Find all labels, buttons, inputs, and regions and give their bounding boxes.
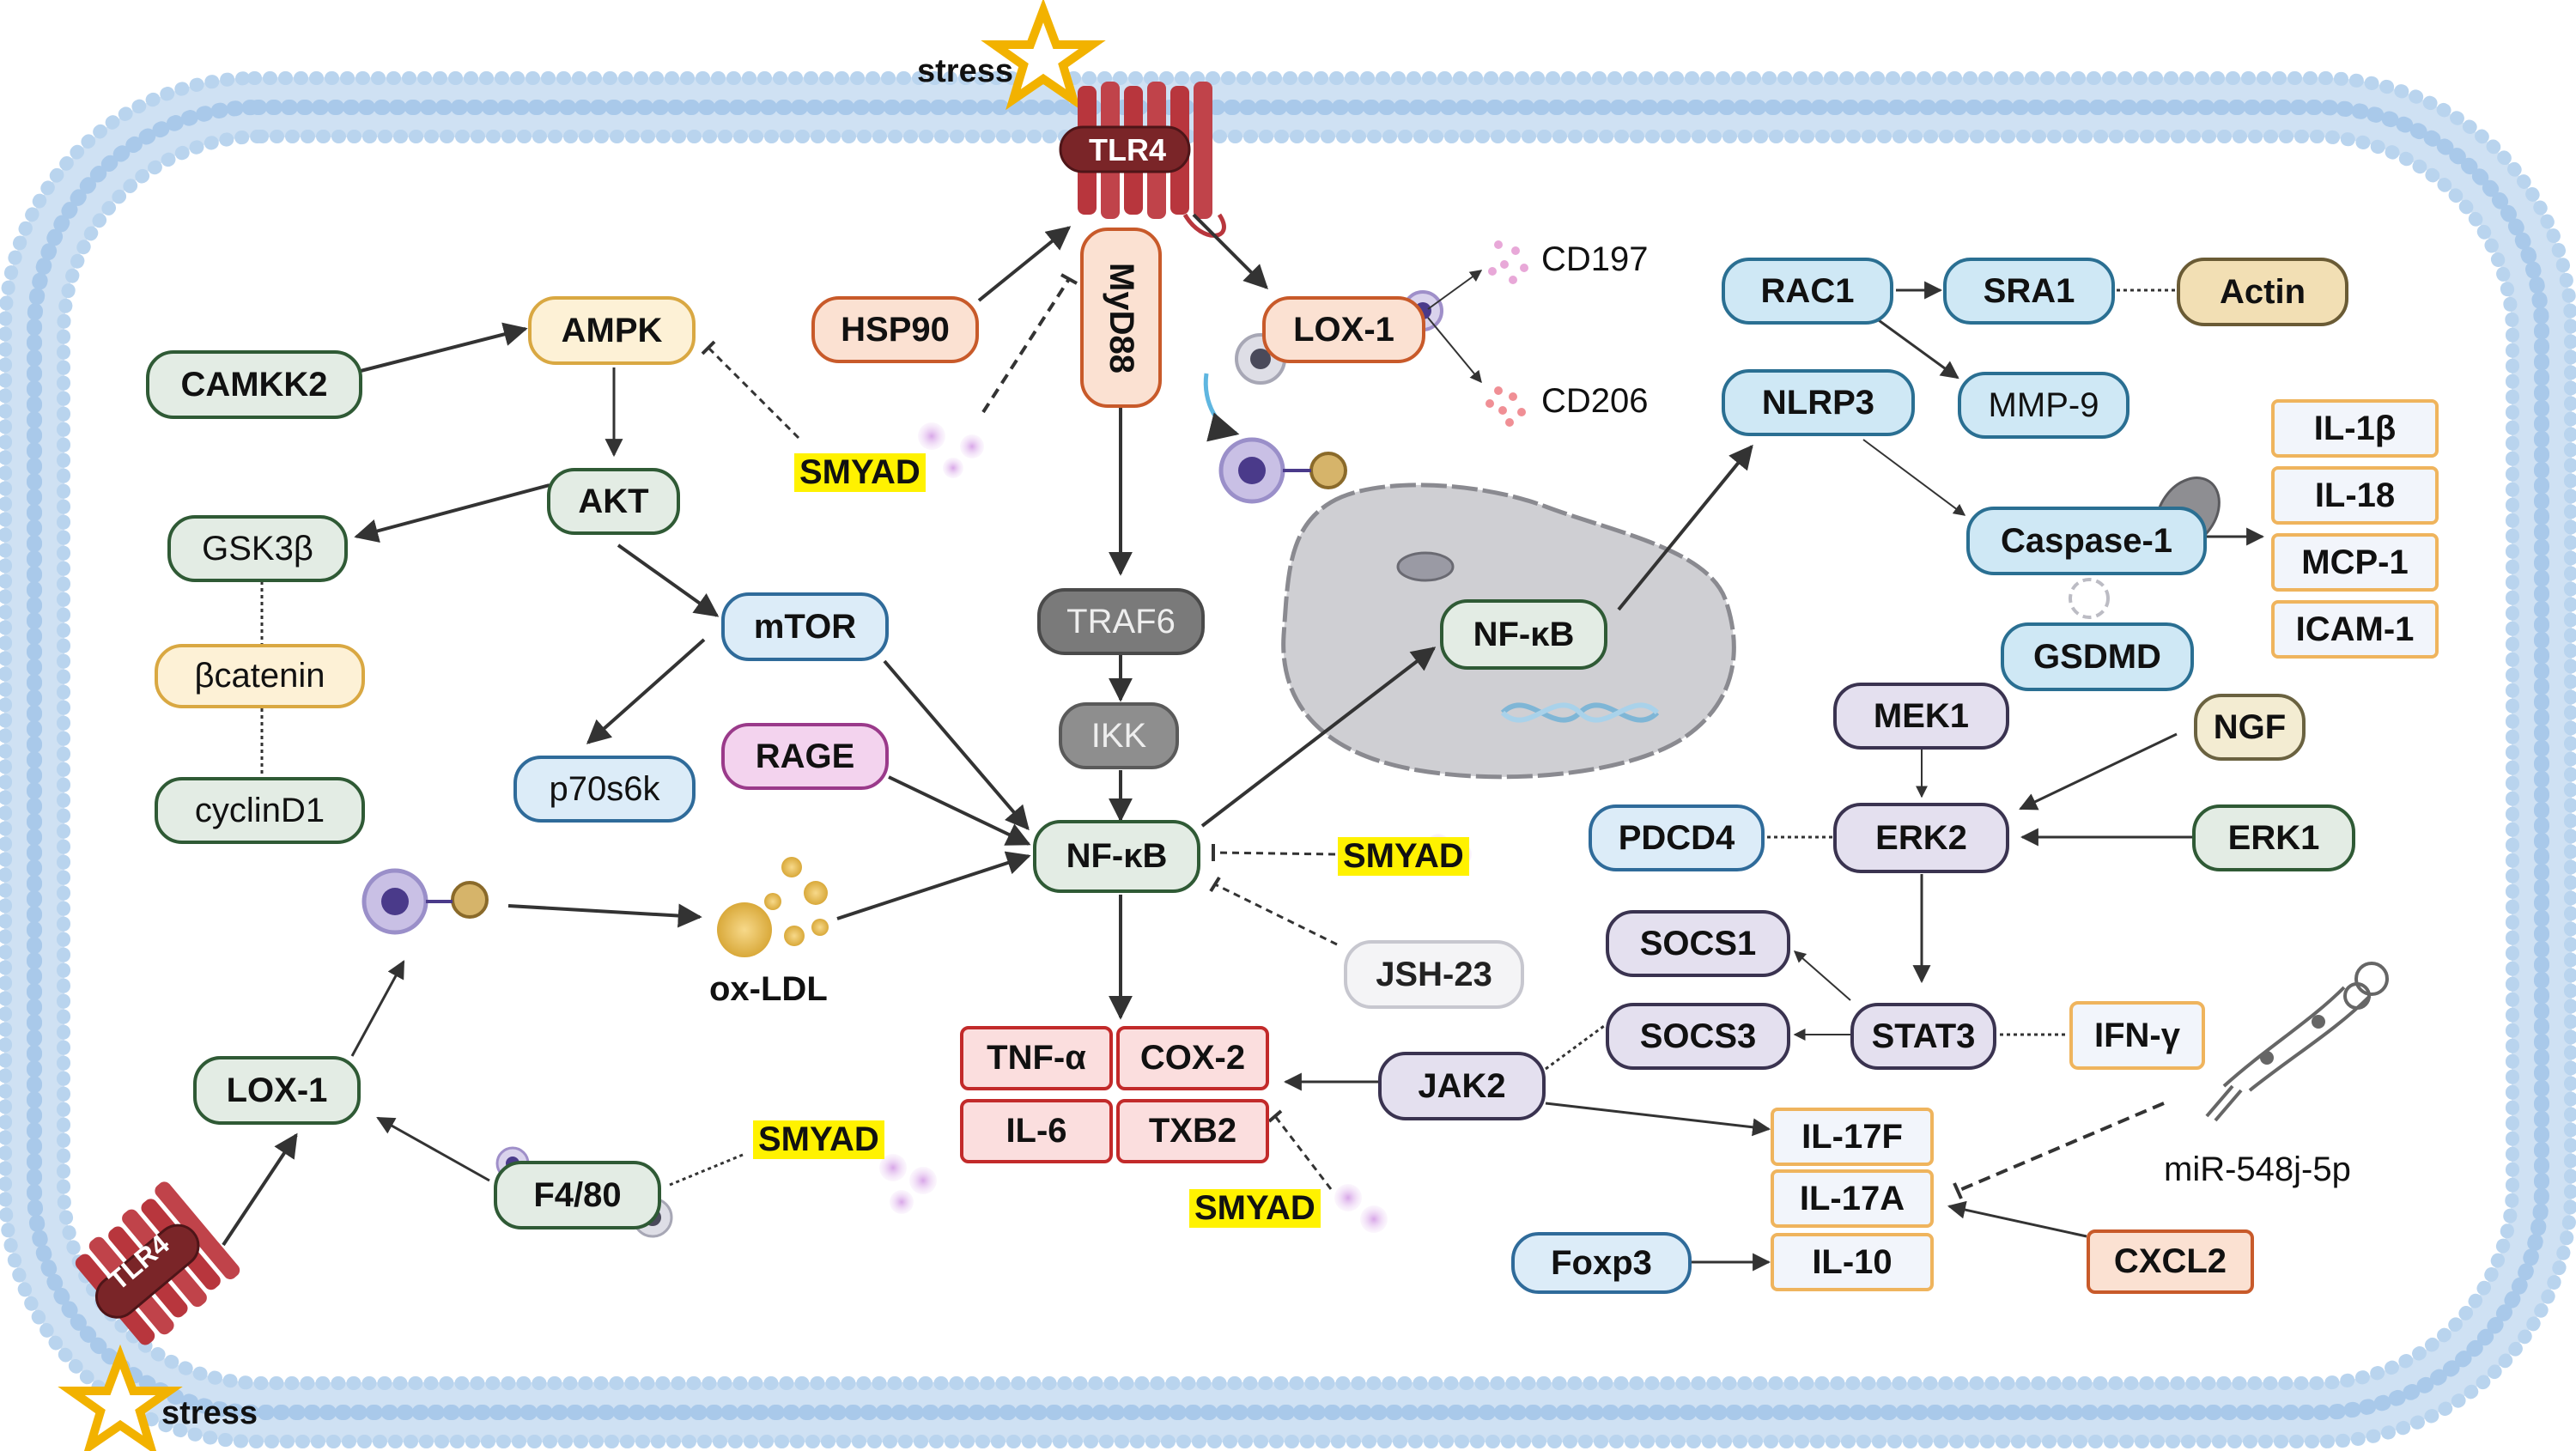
socs1-node: SOCS1 (1606, 910, 1790, 977)
mtor-node: mTOR (721, 592, 889, 661)
ngf-node: NGF (2194, 694, 2306, 761)
jsh23-node: JSH-23 (1344, 940, 1524, 1009)
stat3-node: STAT3 (1850, 1003, 1996, 1070)
pdcd4-node: PDCD4 (1589, 804, 1765, 871)
smyad-label-4: SMYAD (1189, 1189, 1321, 1228)
ifng-node: IFN-γ (2069, 1001, 2205, 1070)
ikk-node: IKK (1059, 702, 1179, 769)
mcp1-node: MCP-1 (2271, 533, 2439, 592)
jak2-node: JAK2 (1378, 1052, 1546, 1120)
smyad-label-3: SMYAD (753, 1120, 884, 1159)
foxp3-node: Foxp3 (1511, 1232, 1692, 1294)
akt-node: AKT (547, 468, 680, 535)
erk1-node: ERK1 (2192, 804, 2355, 871)
traf6-node: TRAF6 (1037, 588, 1205, 655)
oxldl-label: ox-LDL (709, 970, 828, 1008)
cyclind1-node: cyclinD1 (155, 777, 365, 844)
myd88-node: MyD88 (1080, 228, 1162, 408)
actin-node: Actin (2177, 258, 2348, 326)
nfkb-center-node: NF-κB (1033, 820, 1200, 893)
tlr4-label-top: TLR4 (1089, 132, 1166, 167)
myd88-label: MyD88 (1103, 262, 1141, 373)
lox1-left-node: LOX-1 (193, 1056, 361, 1125)
socs3-node: SOCS3 (1606, 1003, 1790, 1070)
il6-node: IL-6 (960, 1099, 1113, 1163)
tnfa-node: TNF-α (960, 1026, 1113, 1090)
caspase1-node: Caspase-1 (1966, 507, 2207, 575)
sra1-node: SRA1 (1943, 258, 2115, 325)
inhibition-lines (701, 273, 2165, 1199)
il17f-node: IL-17F (1771, 1108, 1934, 1166)
il18-node: IL-18 (2271, 466, 2439, 525)
tlr4-receptor-icon-top (1059, 82, 1226, 238)
cd197-particles (1488, 240, 1528, 284)
erk2-node: ERK2 (1833, 803, 2009, 873)
pyroptosis-cycle-icon (2069, 578, 2110, 619)
macrophage-icon-2 (1218, 437, 1347, 504)
nfkb-nucleus-node: NF-κB (1440, 599, 1607, 670)
lox1-top-node: LOX-1 (1262, 296, 1425, 363)
cox2-node: COX-2 (1116, 1026, 1269, 1090)
tlr4-receptor-icon-bottom (75, 1181, 240, 1345)
transition-arrow (1203, 373, 1240, 442)
association-lines (260, 288, 2177, 1187)
rage-node: RAGE (721, 723, 889, 790)
smyad-label-1: SMYAD (794, 453, 926, 492)
mmp9-node: MMP-9 (1958, 372, 2129, 439)
macrophage-icon-oxldl (361, 868, 489, 935)
cell-membrane (0, 71, 2576, 1448)
cd197-label: CD197 (1541, 240, 1649, 278)
rac1-node: RAC1 (1722, 258, 1893, 325)
bcatenin-node: βcatenin (155, 644, 365, 708)
mirna-label: miR-548j-5p (2164, 1150, 2351, 1188)
nlrp3-node: NLRP3 (1722, 369, 1915, 436)
f480-node: F4/80 (494, 1161, 661, 1229)
stress-star-icon-bottom (58, 1344, 183, 1451)
gsdmd-node: GSDMD (2001, 622, 2194, 691)
ampk-node: AMPK (528, 296, 696, 365)
activation-arrows (222, 213, 2265, 1272)
mirna-hairpin-icon (2205, 962, 2389, 1122)
camkk2-node: CAMKK2 (146, 350, 362, 419)
icam1-node: ICAM-1 (2271, 600, 2439, 659)
cd206-particles (1485, 386, 1526, 427)
hsp90-node: HSP90 (811, 296, 979, 363)
smyad-label-2: SMYAD (1338, 837, 1469, 876)
cd206-label: CD206 (1541, 382, 1649, 420)
il10-node: IL-10 (1771, 1233, 1934, 1291)
p70s6k-node: p70s6k (513, 756, 696, 823)
gsk3b-node: GSK3β (167, 515, 348, 582)
stress-star-icon-top (981, 0, 1106, 111)
mek1-node: MEK1 (1833, 683, 2009, 750)
il17a-node: IL-17A (1771, 1169, 1934, 1228)
oxldl-vesicles-icon (717, 857, 829, 957)
cxcl2-node: CXCL2 (2087, 1229, 2254, 1294)
txb2-node: TXB2 (1116, 1099, 1269, 1163)
il1b-node: IL-1β (2271, 399, 2439, 458)
stress-label-top: stress (917, 53, 1013, 89)
stress-label-bottom: stress (161, 1395, 258, 1431)
